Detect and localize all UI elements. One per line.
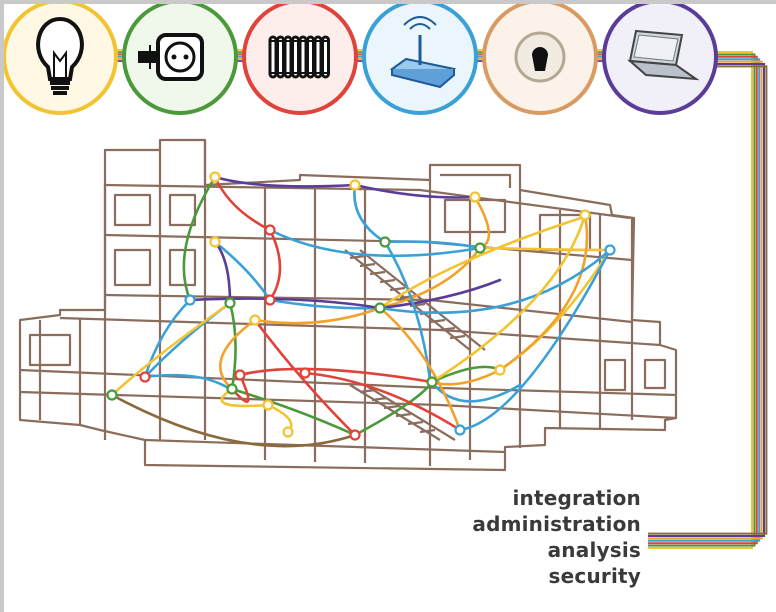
laptop-icon[interactable] [602, 0, 718, 115]
network-node [184, 294, 196, 306]
network-node [299, 367, 311, 379]
network-node [264, 294, 276, 306]
network-cable [430, 213, 587, 384]
network-nodes [106, 171, 616, 441]
wifi-router-icon[interactable] [362, 0, 478, 115]
network-cable [268, 228, 482, 258]
network-node [209, 236, 221, 248]
slogan-list: integration administration analysis secu… [472, 485, 641, 589]
network-cable [220, 387, 270, 408]
network-node [139, 371, 151, 383]
network-cable [143, 301, 232, 379]
network-node [349, 179, 361, 191]
network-cable [430, 213, 589, 386]
network-node [224, 297, 236, 309]
network-cable [110, 301, 232, 397]
network-node [282, 426, 294, 438]
building-outline [18, 138, 678, 472]
radiator-icon[interactable] [242, 0, 358, 115]
network-node [249, 314, 261, 326]
cable-bundle [648, 51, 768, 549]
network-node [262, 399, 274, 411]
network-node [264, 224, 276, 236]
window-frames [28, 173, 667, 392]
network-node [469, 191, 481, 203]
bundle-wire [648, 65, 768, 535]
network-node [226, 383, 238, 395]
slogan-integration: integration [512, 486, 641, 510]
bundle-wire [648, 55, 758, 545]
network-node [604, 244, 616, 256]
network-cable [188, 278, 502, 310]
network-cable [253, 318, 357, 437]
network-cable [458, 248, 612, 432]
bundle-wire [648, 53, 756, 547]
building-cross-section [18, 138, 678, 472]
network-node [454, 424, 466, 436]
network-node [106, 389, 118, 401]
light-bulb-icon[interactable] [2, 0, 118, 115]
network-cable [378, 248, 612, 314]
bundle-wire [648, 51, 753, 549]
network-cable [303, 371, 462, 432]
power-socket-icon[interactable] [122, 0, 238, 115]
bundle-wire [648, 63, 765, 537]
slogan-security: security [548, 564, 641, 588]
network-cable [182, 175, 217, 302]
network-cable [230, 373, 250, 403]
network-node [474, 242, 486, 254]
network-node [379, 236, 391, 248]
network-node [209, 171, 221, 183]
network-cable [378, 213, 592, 310]
network-cable [219, 318, 257, 391]
bundle-wire [648, 58, 761, 542]
network-node [579, 209, 591, 221]
network-node [234, 369, 246, 381]
slogan-analysis: analysis [547, 538, 641, 562]
network-node [494, 364, 506, 376]
network-cable [238, 367, 434, 384]
bundle-wire [648, 60, 763, 540]
network-cable [110, 393, 357, 448]
slogan-administration: administration [472, 512, 641, 536]
device-icon-row [2, 0, 718, 115]
network-node [349, 429, 361, 441]
door-lock-icon[interactable] [482, 0, 598, 115]
network-node [374, 302, 386, 314]
network-node [426, 376, 438, 388]
